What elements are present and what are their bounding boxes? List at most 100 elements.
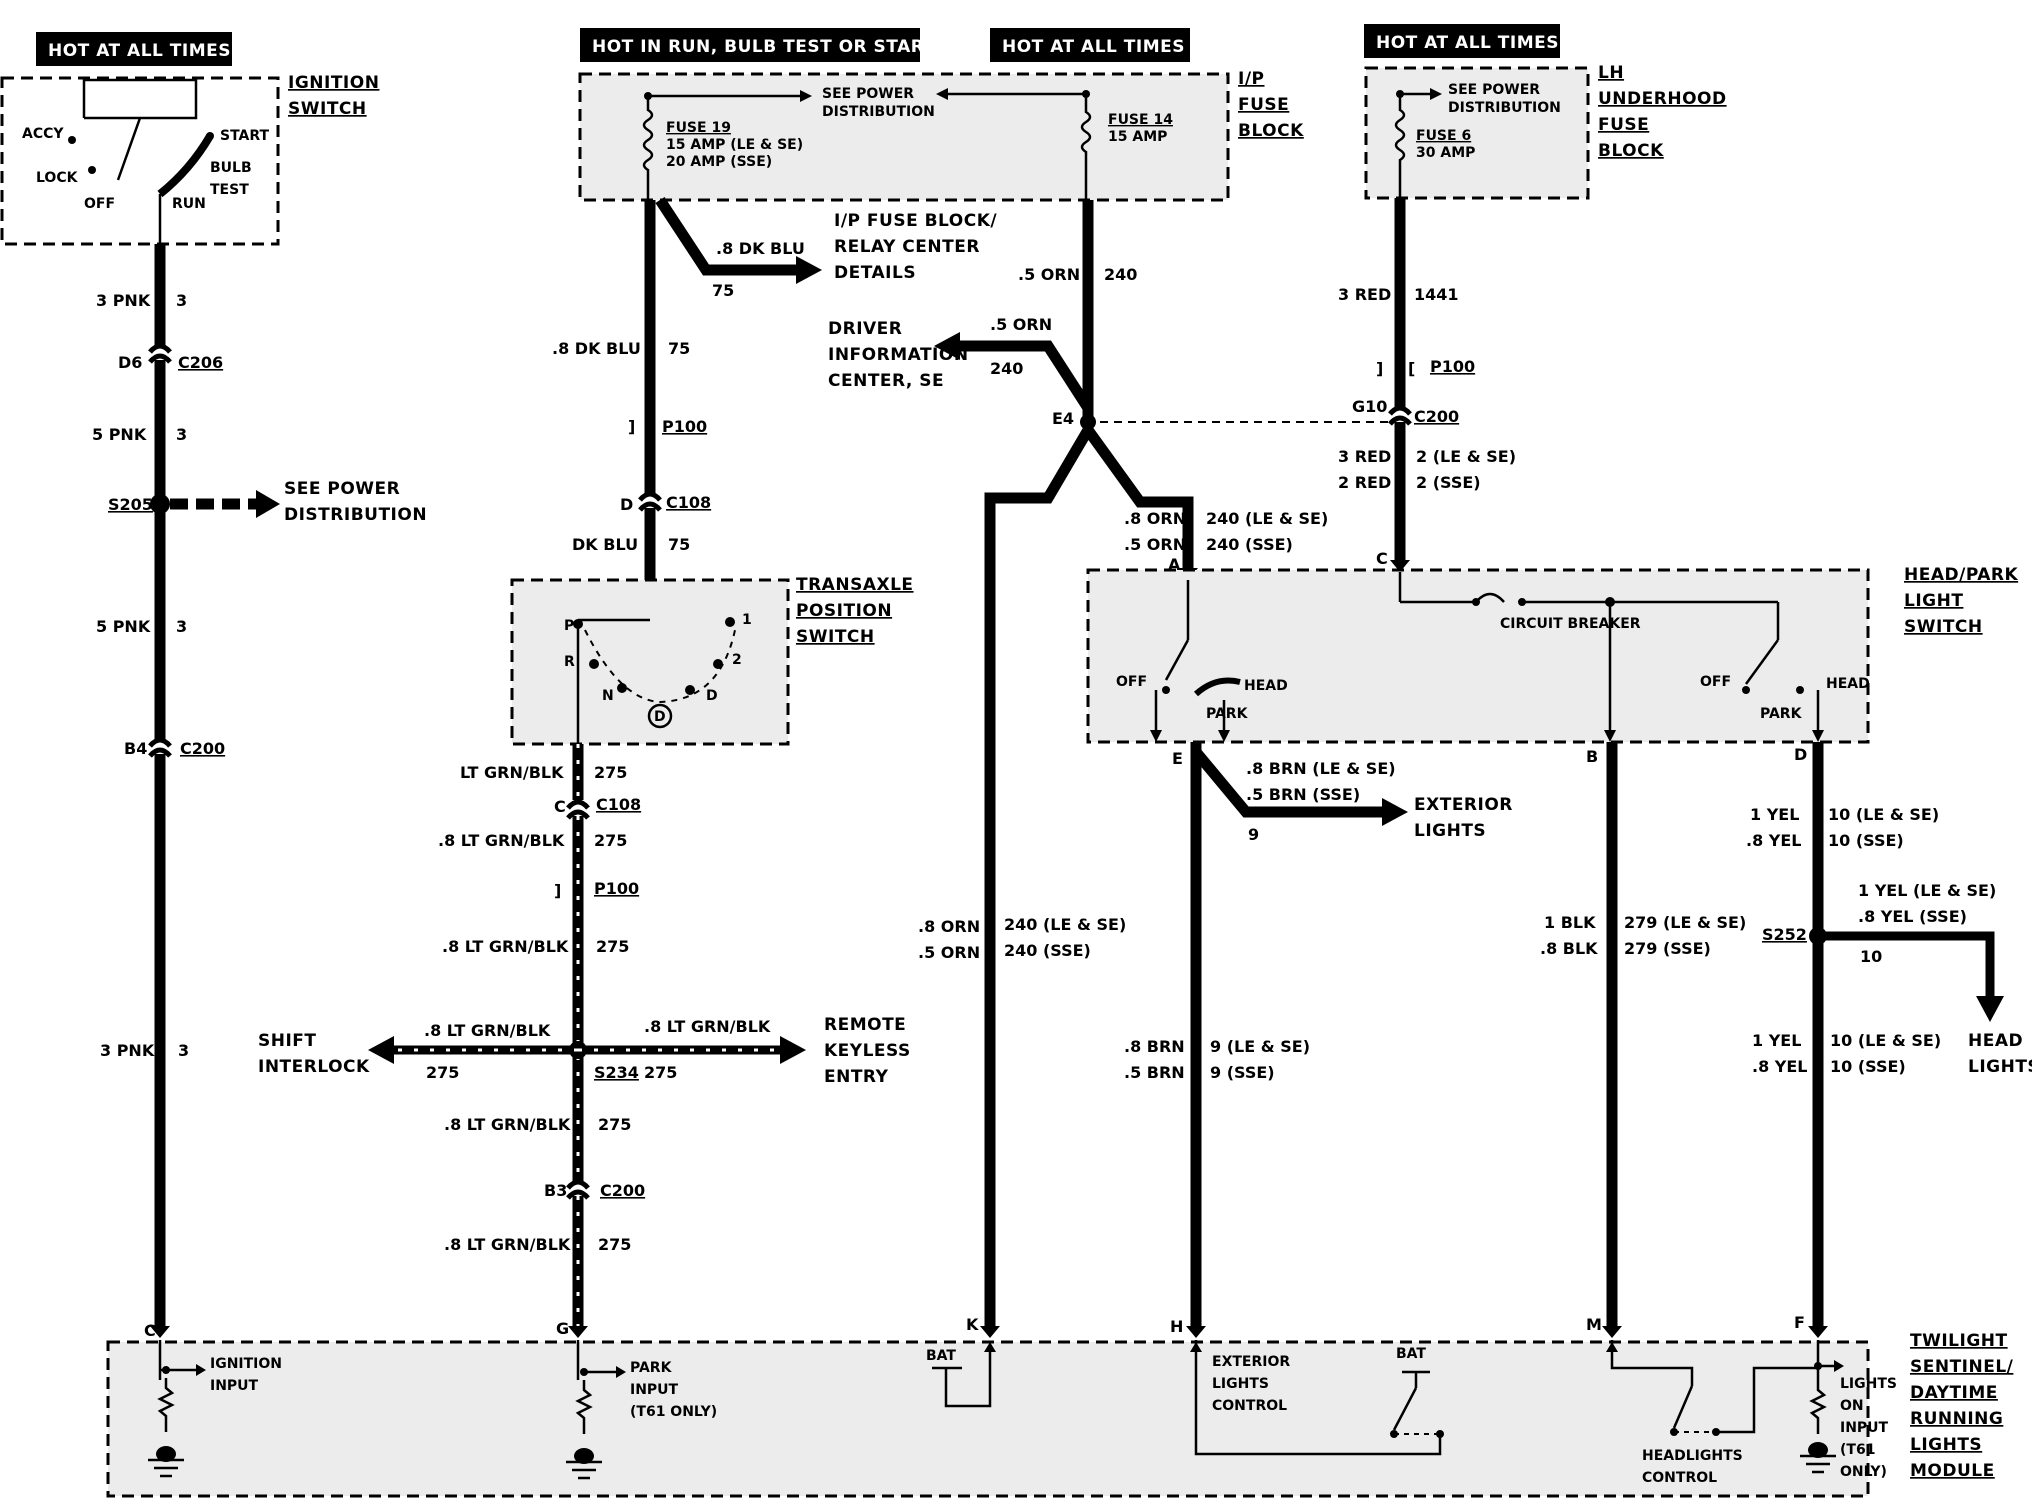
c1-c2: 3 [176,425,187,444]
cb-pin-m: M [1586,1315,1602,1334]
ignition-switch: ACCY LOCK OFF RUN START BULB TEST IGNITI… [0,73,379,246]
module-title-4: RUNNING [1910,1409,2003,1429]
c4-c200: C200 [1414,407,1459,426]
cd-w2a: 1 YEL [1752,1031,1801,1050]
banner-hot-all-times-right: HOT AT ALL TIMES [1364,24,1560,58]
circuit-1441-red: 3 RED 1441 ] [ P100 G10 C200 3 RED 2 RED… [1338,198,1516,572]
lights-on-3: INPUT [1840,1420,1889,1436]
c4-g10: G10 [1352,397,1387,416]
bat2: BAT [1396,1346,1426,1362]
banner-hot-in-run: HOT IN RUN, BULB TEST OR START [580,28,935,62]
banner-hot-all-times-mid: HOT AT ALL TIMES [990,28,1190,62]
c3-c3b: 240 (SSE) [1004,941,1091,960]
banner-hot-all-times-left: HOT AT ALL TIMES [36,32,232,66]
relay-center-2: RELAY CENTER [834,237,980,257]
ip-fuse-title-2: FUSE [1238,95,1289,115]
ext-ctrl-3: CONTROL [1212,1398,1287,1414]
cd-c1b: 10 (SSE) [1828,831,1904,850]
hp-title-2: LIGHT [1904,591,1963,611]
c4-w1: 3 RED [1338,285,1391,304]
hl-c: 10 [1860,947,1882,966]
hl-label-1: HEAD [1968,1031,2023,1051]
c1-see-power-1: SEE POWER [284,479,400,499]
cd-c1a: 10 (LE & SE) [1828,805,1939,824]
shift-interlock-1: SHIFT [258,1031,317,1051]
c2-p100b-bracket: ] [554,881,561,900]
c4-p100-bracket2: [ [1408,359,1415,378]
shift-circuit: 275 [426,1063,459,1082]
tps-2: 2 [732,652,742,668]
c1-pin: C [144,1321,156,1340]
hp-title-3: SWITCH [1904,617,1983,637]
banner-text: HOT AT ALL TIMES [1002,37,1185,57]
c2-c2: 75 [668,535,690,554]
c1-see-power-2: DISTRIBUTION [284,505,427,525]
c2-c6: 275 [598,1115,631,1134]
relay-center-3: DETAILS [834,263,916,283]
module-title-5: LIGHTS [1910,1435,1982,1455]
dic-label-2: INFORMATION [828,345,969,365]
c2-w2: DK BLU [572,535,638,554]
c3-c2b: 240 (SSE) [1206,535,1293,554]
ignition-run: RUN [172,196,206,212]
lh-underhood-fuse-block: SEE POWER DISTRIBUTION FUSE 6 30 AMP LH … [1364,63,1727,200]
hl-label-2: LIGHTS [1968,1057,2032,1077]
tps-title-2: POSITION [796,601,892,621]
c2-d: D [620,495,633,514]
lights-on-5: ONLY) [1840,1464,1887,1480]
ignition-title-2: SWITCH [288,99,367,119]
hl-wb: .8 YEL (SSE) [1858,907,1967,926]
hp-pin-e: E [1172,749,1183,768]
c4-pin-c: C [1376,549,1388,568]
tps-d: D [706,688,718,704]
lh-title-4: BLOCK [1598,141,1664,161]
ip-fuse-title-1: I/P [1238,69,1265,89]
hp-pin-d: D [1794,745,1807,764]
c3-w3a: .8 ORN [918,917,980,936]
ip-see-power-2: DISTRIBUTION [822,104,935,120]
tps-title-1: TRANSAXLE [796,575,914,595]
c1-s205: S205 [108,495,153,514]
c2-w1: .8 DK BLU [552,339,641,358]
ext-wb: .5 BRN (SSE) [1246,785,1360,804]
cd-pin-f: F [1794,1313,1805,1332]
ignition-test: TEST [210,182,249,198]
tps-1: 1 [742,612,752,628]
c4-w2b: 2 RED [1338,473,1391,492]
c1-w2: 5 PNK [92,425,147,444]
cb-wa: 1 BLK [1544,913,1596,932]
fuse19-label: FUSE 19 [666,120,731,136]
ext-label-2: LIGHTS [1414,821,1486,841]
fuse19-rating-1: 15 AMP (LE & SE) [666,137,803,153]
c3-pin-k: K [966,1315,979,1334]
ign-input-1: IGNITION [210,1356,282,1372]
c1-c3: 3 [176,617,187,636]
cb-cb: 279 (SSE) [1624,939,1711,958]
hp-head2: HEAD [1826,676,1870,692]
lh-see-power-1: SEE POWER [1448,82,1540,98]
shift-wire: .8 LT GRN/BLK [424,1021,551,1040]
ce-c1b: 9 (SSE) [1210,1063,1275,1082]
c1-c200: C200 [180,739,225,758]
hp-title-1: HEAD/PARK [1904,565,2018,585]
c2-p100-bracket: ] [628,417,635,436]
c2-s234: S234 [594,1063,639,1082]
tps-d-circled: D [654,709,666,725]
fuse19-rating-2: 20 AMP (SSE) [666,154,772,170]
rke-label-1: REMOTE [824,1015,906,1035]
ext-label-1: EXTERIOR [1414,795,1513,815]
ip-fuse-block: SEE POWER DISTRIBUTION FUSE 19 15 AMP (L… [578,69,1304,202]
c4-c2a: 2 (LE & SE) [1416,447,1516,466]
lights-on-2: ON [1840,1398,1864,1414]
dic-label-1: DRIVER [828,319,902,339]
tps-n: N [602,688,614,704]
circuit-279-blk: 1 BLK .8 BLK 279 (LE & SE) 279 (SSE) M [1540,742,1746,1338]
tps-r: R [564,654,575,670]
shift-interlock-2: INTERLOCK [258,1057,370,1077]
c3-c3a: 240 (LE & SE) [1004,915,1126,934]
lh-title-2: UNDERHOOD [1598,89,1727,109]
hp-off2: OFF [1700,674,1731,690]
hp-park2: PARK [1760,706,1803,722]
ce-w1a: .8 BRN [1124,1037,1185,1056]
fuse6-label: FUSE 6 [1416,128,1471,144]
